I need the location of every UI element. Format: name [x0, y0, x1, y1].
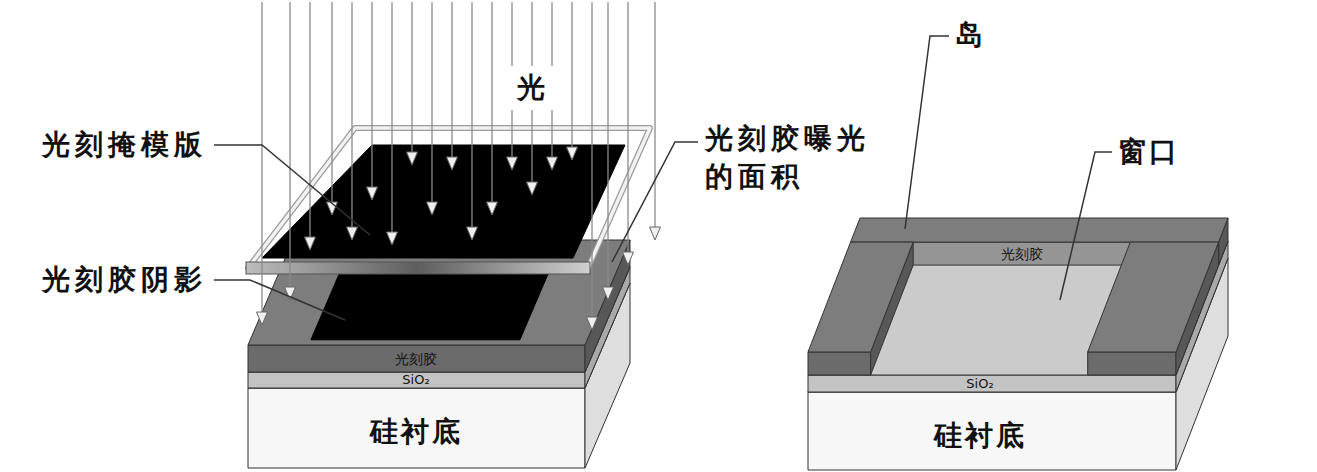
light-arrowhead — [650, 227, 661, 240]
light-arrowhead — [367, 187, 378, 200]
node-text: 光 — [517, 69, 545, 107]
leader-line — [214, 145, 370, 235]
part-label: 岛 — [955, 18, 983, 52]
photoresist-shadow — [311, 265, 552, 340]
light-ray — [371, 2, 372, 190]
layer-label: SiO₂ — [402, 372, 429, 388]
light-ray — [591, 2, 592, 320]
light-ray — [627, 2, 628, 255]
light-ray — [351, 2, 352, 230]
part-label: 光刻胶曝光 的面积 — [705, 120, 880, 196]
mask-pattern — [262, 145, 625, 258]
part-label: 窗口 — [1118, 135, 1180, 169]
light-ray — [607, 2, 608, 290]
layer-label: 硅衬底 — [370, 415, 463, 449]
light-ray — [451, 2, 452, 160]
layer-label: 光刻胶 — [1001, 246, 1043, 263]
light-ray — [491, 2, 492, 205]
light-ray — [289, 2, 290, 290]
photoresist-island-front — [1088, 352, 1176, 375]
leader-line — [612, 142, 698, 262]
light-ray — [309, 2, 310, 240]
substrate-front — [808, 392, 1176, 470]
light-arrowhead — [407, 152, 418, 165]
light-ray — [571, 2, 572, 150]
photoresist-layer-front — [248, 345, 585, 372]
light-ray — [331, 2, 332, 205]
light-ray — [261, 2, 262, 315]
layer-label: 硅衬底 — [934, 419, 1027, 453]
leader-line — [214, 280, 345, 320]
part-label: 光刻掩模版 — [42, 128, 207, 162]
light-arrowhead — [347, 227, 358, 240]
light-ray — [471, 2, 472, 230]
mask-frame — [248, 128, 650, 268]
part-label: 光刻胶阴影 — [42, 263, 207, 297]
leader-line — [1060, 152, 1112, 300]
leader-line — [905, 36, 949, 229]
light-label-box: 光 — [509, 66, 553, 110]
light-arrowhead — [305, 237, 316, 250]
oxide-layer-front — [248, 372, 585, 388]
light-arrowhead — [427, 202, 438, 215]
light-ray — [411, 2, 412, 155]
oxide-layer-top — [808, 241, 1228, 375]
mask-frame-outline — [248, 128, 650, 268]
light-ray — [654, 2, 655, 230]
light-arrowhead — [527, 182, 538, 195]
photoresist-island-top — [1088, 242, 1219, 352]
light-arrowhead — [567, 147, 578, 160]
light-arrowhead — [587, 317, 598, 330]
mask-front-bar — [246, 262, 590, 274]
photoresist-island-top — [851, 218, 1228, 242]
photoresist-island-front — [808, 352, 871, 375]
light-arrowhead — [257, 312, 268, 325]
layer-label: SiO₂ — [966, 376, 993, 392]
light-arrowhead — [487, 202, 498, 215]
light-arrowhead — [547, 157, 558, 170]
light-ray — [431, 2, 432, 205]
light-arrowhead — [507, 157, 518, 170]
layer-label: 光刻胶 — [395, 351, 437, 368]
light-arrowhead — [623, 252, 634, 265]
light-ray — [391, 2, 392, 235]
light-arrowhead — [467, 227, 478, 240]
photoresist-island-top — [808, 242, 913, 352]
substrate-front — [248, 388, 585, 468]
light-arrowhead — [387, 232, 398, 245]
light-arrowhead — [603, 287, 614, 300]
light-arrowhead — [447, 157, 458, 170]
oxide-layer-front — [808, 375, 1176, 392]
